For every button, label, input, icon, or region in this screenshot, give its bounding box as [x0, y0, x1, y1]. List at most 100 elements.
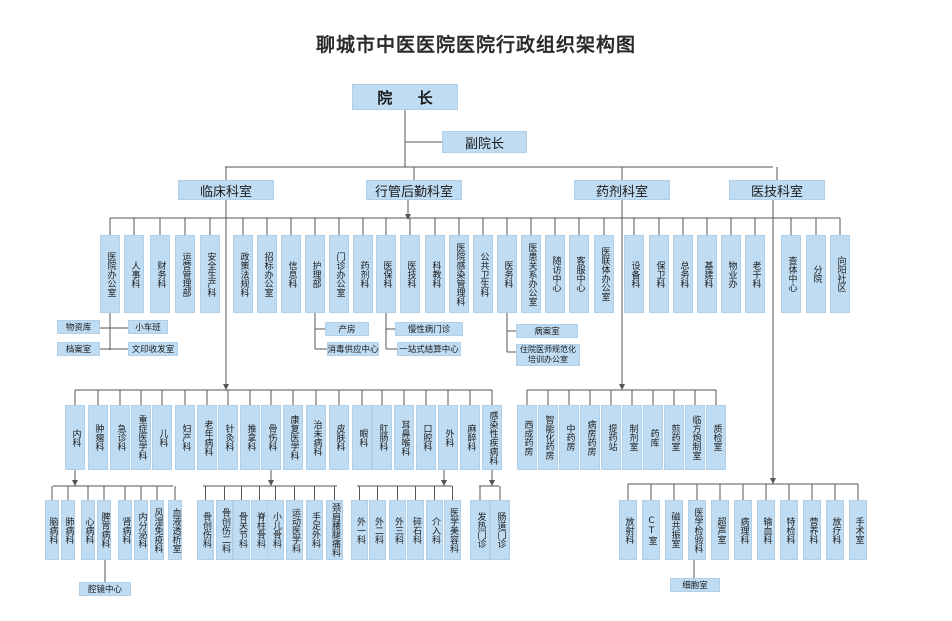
clinical-dept-box: 儿科	[152, 405, 172, 470]
ortho-subspecialty-box: 脊柱骨科	[251, 500, 268, 560]
medtech-unit-box: CT室	[642, 500, 660, 560]
department-box: 药剂科室	[574, 180, 670, 200]
admin-unit-box: 政策法规科	[233, 235, 253, 313]
clinical-dept-box: 针灸科	[218, 405, 238, 470]
admin-unit-box: 老干科	[745, 235, 765, 313]
admin-unit-box: 查体中心	[781, 235, 801, 313]
clinical-dept-box: 骨伤科	[261, 405, 281, 470]
surgery-subspecialty-box: 外三科	[389, 500, 406, 560]
clinical-dept-box: 推拿科	[240, 405, 260, 470]
surgery-subspecialty-box: 碎石科	[407, 500, 424, 560]
admin-unit-box: 信息科	[281, 235, 301, 313]
arrow-head	[72, 480, 78, 486]
admin-unit-box: 向阳社区	[830, 235, 850, 313]
admin-unit-box: 医院感染管理科	[449, 235, 469, 313]
clinical-dept-box: 妇产科	[175, 405, 195, 470]
clinical-dept-box: 感染性疾病科	[482, 405, 502, 470]
admin-sub-box: 病案室	[516, 324, 578, 338]
pharmacy-unit-box: 病房药房	[580, 405, 600, 470]
admin-unit-box: 医院办公室	[100, 235, 120, 313]
arrow-head	[770, 478, 776, 484]
internal-subspecialty-box: 肺病科	[61, 500, 75, 560]
admin-unit-box: 基建科	[697, 235, 717, 313]
pharmacy-unit-box: 制剂室	[622, 405, 642, 470]
internal-subspecialty-box: 心病科	[81, 500, 95, 560]
clinical-dept-box: 老年病科	[197, 405, 217, 470]
pharmacy-unit-box: 提药站	[601, 405, 621, 470]
medtech-unit-box: 病理科	[734, 500, 752, 560]
admin-sub-box: 档案室	[57, 342, 100, 356]
surgery-subspecialty-box: 外二科	[369, 500, 386, 560]
admin-unit-box: 随访中心	[545, 235, 565, 313]
arrow-head	[619, 384, 625, 390]
pharmacy-unit-box: 质检室	[706, 405, 726, 470]
ortho-subspecialty-box: 骨创伤二科	[216, 500, 233, 560]
cell-room-box: 细胞室	[670, 578, 720, 592]
infectious-subunit-box: 肠道门诊	[490, 500, 510, 560]
chart-title: 聊城市中医医院医院行政组织架构图	[315, 34, 636, 56]
admin-sub-box: 住院医师规范化培训办公室	[516, 344, 580, 366]
department-box: 医技科室	[729, 180, 825, 200]
clinical-dept-box: 眼科	[352, 405, 372, 470]
internal-subspecialty-box: 血液透析室	[168, 500, 182, 560]
pharmacy-unit-box: 药库	[643, 405, 663, 470]
surgery-subspecialty-box: 外一科	[351, 500, 368, 560]
admin-sub-box: 文印收发室	[128, 342, 178, 356]
arrow-head	[223, 384, 229, 390]
clinical-dept-box: 肿瘤科	[88, 405, 108, 470]
clinical-dept-box: 口腔科	[416, 405, 436, 470]
medtech-unit-box: 超声室	[711, 500, 729, 560]
medtech-unit-box: 放射科	[619, 500, 637, 560]
pharmacy-unit-box: 智能化药房	[538, 405, 558, 470]
clinical-dept-box: 肛肠科	[372, 405, 392, 470]
admin-unit-box: 设备科	[624, 235, 644, 313]
vice-president-box: 副院长	[442, 131, 527, 153]
admin-unit-box: 物业办	[721, 235, 741, 313]
admin-unit-box: 医务科	[497, 235, 517, 313]
admin-unit-box: 运营管理部	[175, 235, 195, 313]
clinical-dept-box: 内科	[65, 405, 85, 470]
admin-unit-box: 医联体办公室	[594, 235, 614, 313]
medtech-unit-box: 医学检验科	[688, 500, 706, 560]
medtech-unit-box: 营养科	[803, 500, 821, 560]
admin-unit-box: 医技科	[400, 235, 420, 313]
pharmacy-unit-box: 西成药房	[517, 405, 537, 470]
admin-unit-box: 总务科	[673, 235, 693, 313]
admin-unit-box: 保卫科	[649, 235, 669, 313]
admin-unit-box: 护理部	[305, 235, 325, 313]
ortho-subspecialty-box: 小儿骨科	[267, 500, 284, 560]
medtech-unit-box: 输血科	[757, 500, 775, 560]
admin-sub-box: 小车班	[128, 320, 168, 334]
ortho-subspecialty-box: 运动医学科	[286, 500, 303, 560]
internal-subspecialty-box: 脑病科	[45, 500, 59, 560]
admin-unit-box: 分院	[806, 235, 826, 313]
pharmacy-unit-box: 临方炮制室	[685, 405, 705, 470]
admin-unit-box: 招标办公室	[257, 235, 277, 313]
surgery-subspecialty-box: 介入科	[426, 500, 443, 560]
internal-subspecialty-box: 脾胃病科	[97, 500, 111, 560]
admin-unit-box: 科教科	[425, 235, 445, 313]
admin-sub-box: 物资库	[57, 320, 100, 334]
clinical-dept-box: 急诊科	[110, 405, 130, 470]
ortho-subspecialty-box: 手足外科	[306, 500, 323, 560]
admin-sub-box: 产房	[325, 322, 369, 336]
internal-subspecialty-box: 风湿免疫科	[150, 500, 164, 560]
endoscopy-center-box: 腔镜中心	[79, 582, 131, 596]
clinical-dept-box: 皮肤科	[329, 405, 349, 470]
admin-sub-box: 一站式结算中心	[397, 342, 461, 356]
clinical-dept-box: 耳鼻喉科	[394, 405, 414, 470]
president-box: 院 长	[352, 84, 458, 110]
admin-unit-box: 药剂科	[353, 235, 373, 313]
medtech-unit-box: 放疗科	[826, 500, 844, 560]
clinical-dept-box: 重症医学科	[131, 405, 151, 470]
clinical-dept-box: 康复医学科	[283, 405, 303, 470]
arrow-head	[441, 480, 447, 486]
admin-unit-box: 财务科	[150, 235, 170, 313]
admin-unit-box: 安全生产科	[200, 235, 220, 313]
clinical-dept-box: 麻醉科	[460, 405, 480, 470]
arrow-head	[268, 480, 274, 486]
department-box: 行管后勤科室	[366, 180, 462, 200]
infectious-subunit-box: 发热门诊	[470, 500, 490, 560]
